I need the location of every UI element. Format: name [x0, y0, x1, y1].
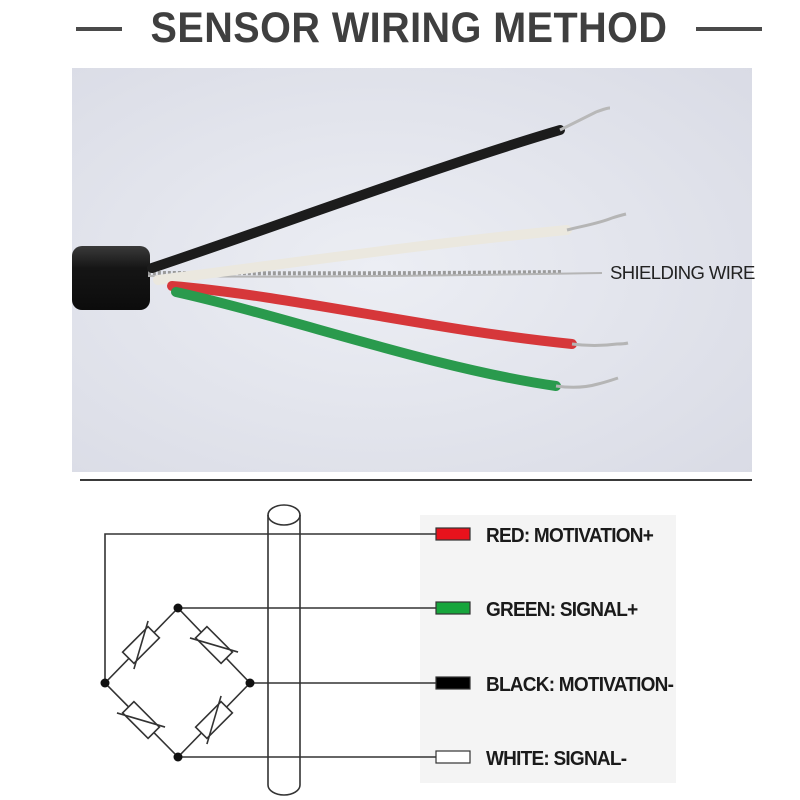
red-wire-label: RED: MOTIVATION+: [486, 525, 654, 547]
photo-background: [72, 68, 752, 472]
black-terminal-swatch: [435, 676, 471, 690]
legend-panel: [420, 515, 676, 783]
resistor-bottom-right: [194, 695, 234, 745]
white-wire: [153, 225, 572, 285]
shielding-wire-label: SHIELDING WIRE: [610, 262, 755, 283]
node-top: [173, 603, 183, 613]
green-wire-label: GREEN: SIGNAL+: [486, 599, 638, 621]
red-line: [104, 533, 436, 683]
node-right: [245, 678, 255, 688]
section-divider: [80, 479, 752, 481]
page-title: SENSOR WIRING METHOD: [150, 4, 668, 52]
black-wire-tip: [559, 106, 611, 132]
title-rule-left: [76, 27, 122, 31]
red-terminal-swatch: [435, 527, 471, 541]
green-terminal-swatch: [435, 601, 471, 615]
resistor-bottom-left: [116, 700, 166, 740]
header: SENSOR WIRING METHOD: [0, 0, 800, 60]
white-terminal-swatch: [435, 750, 471, 764]
shield-cylinder-top: [267, 504, 301, 526]
red-wire-tip: [571, 341, 629, 347]
white-wire-tip: [566, 212, 627, 232]
cable-jacket: [72, 246, 150, 310]
cable-photo: [72, 68, 752, 472]
shield-cylinder: [267, 515, 301, 785]
resistor-top-right: [189, 625, 239, 665]
black-wire-label: BLACK: MOTIVATION-: [486, 674, 674, 696]
white-wire-label: WHITE: SIGNAL-: [486, 748, 627, 770]
shield-cylinder-bottom: [267, 784, 301, 796]
green-wire-tip: [555, 376, 619, 389]
node-left: [100, 678, 110, 688]
red-wire: [167, 281, 577, 349]
bridge-diamond: [103, 606, 252, 759]
node-bottom: [173, 752, 183, 762]
resistor-top-left: [121, 620, 161, 670]
green-wire: [171, 287, 561, 391]
black-wire: [147, 125, 565, 273]
wiring-diagram: RED: MOTIVATION+ GREEN: SIGNAL+ BLACK: M…: [0, 482, 800, 800]
title-rule-right: [696, 27, 762, 31]
